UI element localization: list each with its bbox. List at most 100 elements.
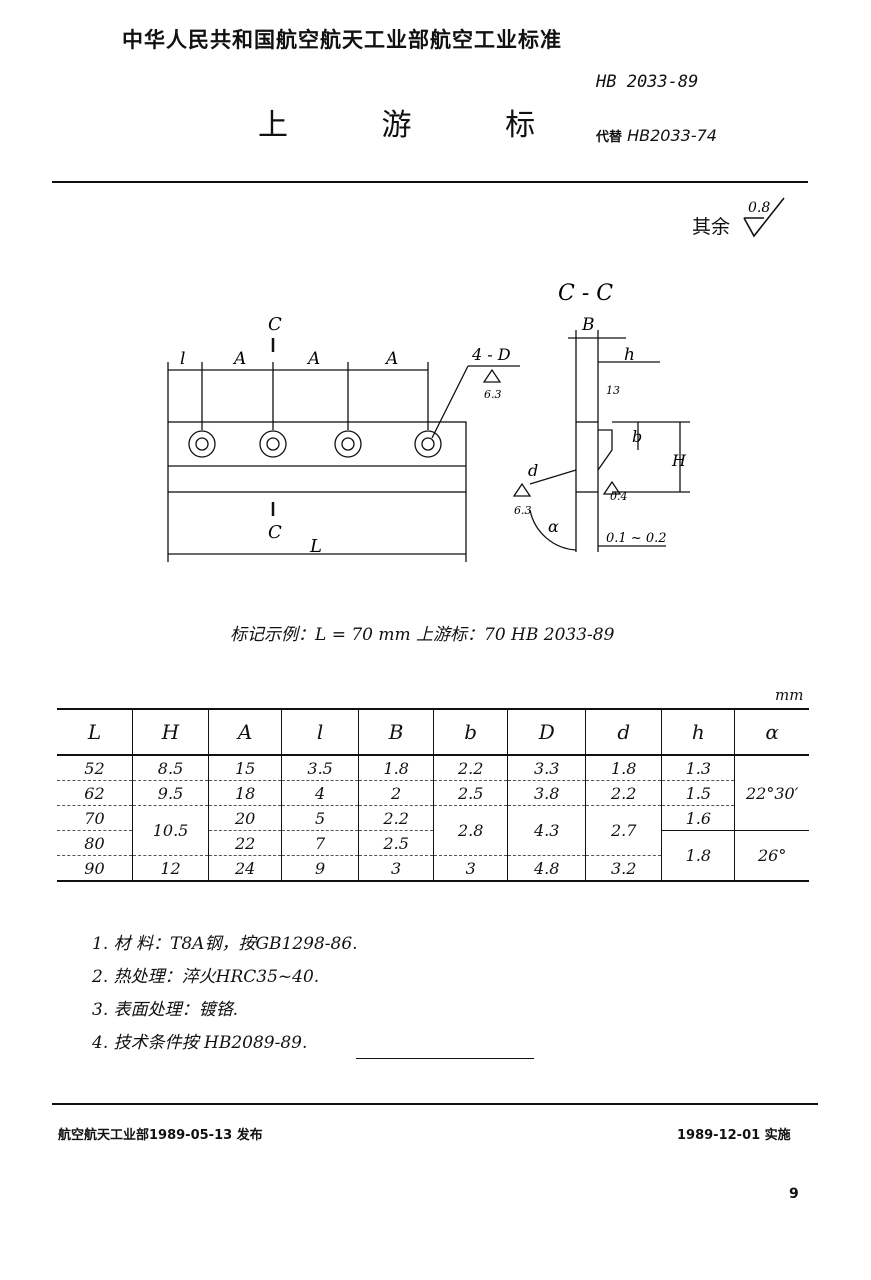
unit-label: mm [775,686,804,704]
dim-a-label-2: A [306,349,320,369]
table-header-row: L H A l B b D d h α [57,708,809,756]
issuing-organization: 中华人民共和国航空航天工业部航空工业标准 [122,28,562,52]
cell-d: 3.2 [585,855,662,882]
note-item: 2. 热处理：淬火HRC35~40. [92,967,320,987]
issue-date: 航空航天工业部1989-05-13 发布 [58,1128,263,1143]
marking-example: 标记示例：L = 70 mm 上游标：70 HB 2033-89 [230,625,615,645]
roughness-value: 0.8 [748,200,770,216]
cell-H: 9.5 [131,780,209,806]
header-rule [52,181,808,183]
roughness-04: 0.4 [610,490,628,503]
col-header-L: L [57,708,133,756]
col-header-H: H [131,708,209,756]
dim-alpha-label: α [548,517,559,536]
cell-B: 2 [358,780,434,806]
roughness-d: 6.3 [514,504,532,517]
col-header-b: b [433,708,508,756]
cell-b: 2.5 [433,780,508,806]
dim-L-label: L [309,536,322,557]
col-header-d: d [585,708,662,756]
table-row: 52 8.5 15 3.5 1.8 2.2 3.3 1.8 1.3 22°30′ [57,755,809,831]
table-row: 90 12 24 9 3 3 4.8 3.2 [57,855,809,882]
cell-d: 2.2 [585,780,662,806]
cell-B: 1.8 [358,755,434,781]
cell-l: 3.5 [281,755,359,781]
effective-date: 1989-12-01 实施 [677,1128,791,1143]
cell-L: 52 [57,755,133,781]
note-item: 4. 技术条件按 HB2089-89. [92,1033,308,1053]
cell-D-merged: 4.3 [507,805,586,856]
section-title: C - C [558,281,613,306]
page-number: 9 [789,1186,799,1202]
cell-A: 22 [208,830,282,856]
table-row: 62 9.5 18 4 2 2.5 3.8 2.2 1.5 [57,780,809,806]
cell-B: 2.5 [358,830,434,856]
cell-b: 2.2 [433,755,508,781]
replaces-value: HB2033-74 [627,126,717,145]
cell-B: 3 [358,855,434,882]
cell-L: 80 [57,830,133,856]
dim-a-label-3: A [384,349,398,369]
cell-d-merged: 2.7 [585,805,662,856]
col-header-D: D [507,708,586,756]
cell-D: 4.8 [507,855,586,882]
cell-A: 20 [208,805,282,831]
cell-alpha-merged: 26° [734,830,809,882]
table-row: 80 22 7 2.5 1.8 26° [57,830,809,882]
technical-drawing: C C l A A A L 4 - D 6.3 C - C B h b H d … [167,281,690,562]
cell-b: 3 [433,855,508,882]
col-header-l: l [281,708,359,756]
cell-l: 7 [281,830,359,856]
cell-h: 1.5 [661,780,735,806]
col-header-A: A [208,708,282,756]
roughness-label: 其余 [692,216,731,238]
chamfer-label: 0.1 ~ 0.2 [606,531,667,546]
col-header-h: h [661,708,735,756]
cell-d: 1.8 [585,755,662,781]
dim-H-label: H [671,451,687,470]
note-item: 3. 表面处理：镀铬. [92,1000,239,1020]
roughness-hole: 6.3 [484,388,502,401]
footer-rule [52,1103,818,1105]
cell-A: 18 [208,780,282,806]
cell-l: 4 [281,780,359,806]
replaces-standard: 代替 HB2033-74 [596,126,717,145]
dim-B-label: B [581,315,595,335]
cell-h: 1.6 [661,805,735,831]
cell-H-merged: 10.5 [131,805,209,856]
cell-H: 8.5 [131,755,209,781]
cell-h-merged: 1.8 [661,830,735,882]
roughness-13: 13 [606,384,620,397]
cell-L: 70 [57,805,133,831]
cell-D: 3.3 [507,755,586,781]
cell-alpha-merged: 22°30′ [734,755,809,831]
cell-l: 9 [281,855,359,882]
notes-end-line [356,1058,534,1059]
note-item: 1. 材 料：T8A钢，按GB1298-86. [92,934,358,954]
cell-b-merged: 2.8 [433,805,508,856]
dim-l-label: l [180,349,185,369]
replaces-label: 代替 [596,130,623,145]
table-row: 70 10.5 20 5 2.2 2.8 4.3 2.7 1.6 [57,805,809,856]
dim-h-label: h [624,345,635,365]
col-header-B: B [358,708,434,756]
hole-label: 4 - D [471,345,511,364]
roughness-note: 其余 [692,212,730,239]
cell-h: 1.3 [661,755,735,781]
cell-A: 15 [208,755,282,781]
cell-B: 2.2 [358,805,434,831]
section-mark-bottom: C [268,522,282,543]
cell-L: 62 [57,780,133,806]
dim-d-label: d [528,461,538,480]
col-header-alpha: α [734,708,809,756]
cell-D: 3.8 [507,780,586,806]
roughness-symbol: 0.8 [743,197,785,238]
cell-l: 5 [281,805,359,831]
dim-b-label: b [632,427,642,446]
dim-a-label-1: A [232,349,246,369]
cell-L: 90 [57,855,133,882]
standard-number: HB 2033-89 [596,72,699,92]
dimension-table: L H A l B b D d h α 52 8.5 15 3.5 1.8 2.… [57,708,809,882]
technical-notes: 1. 材 料：T8A钢，按GB1298-86. 2. 热处理：淬火HRC35~4… [92,928,358,1060]
page-title: 上 游 标 [258,108,578,143]
